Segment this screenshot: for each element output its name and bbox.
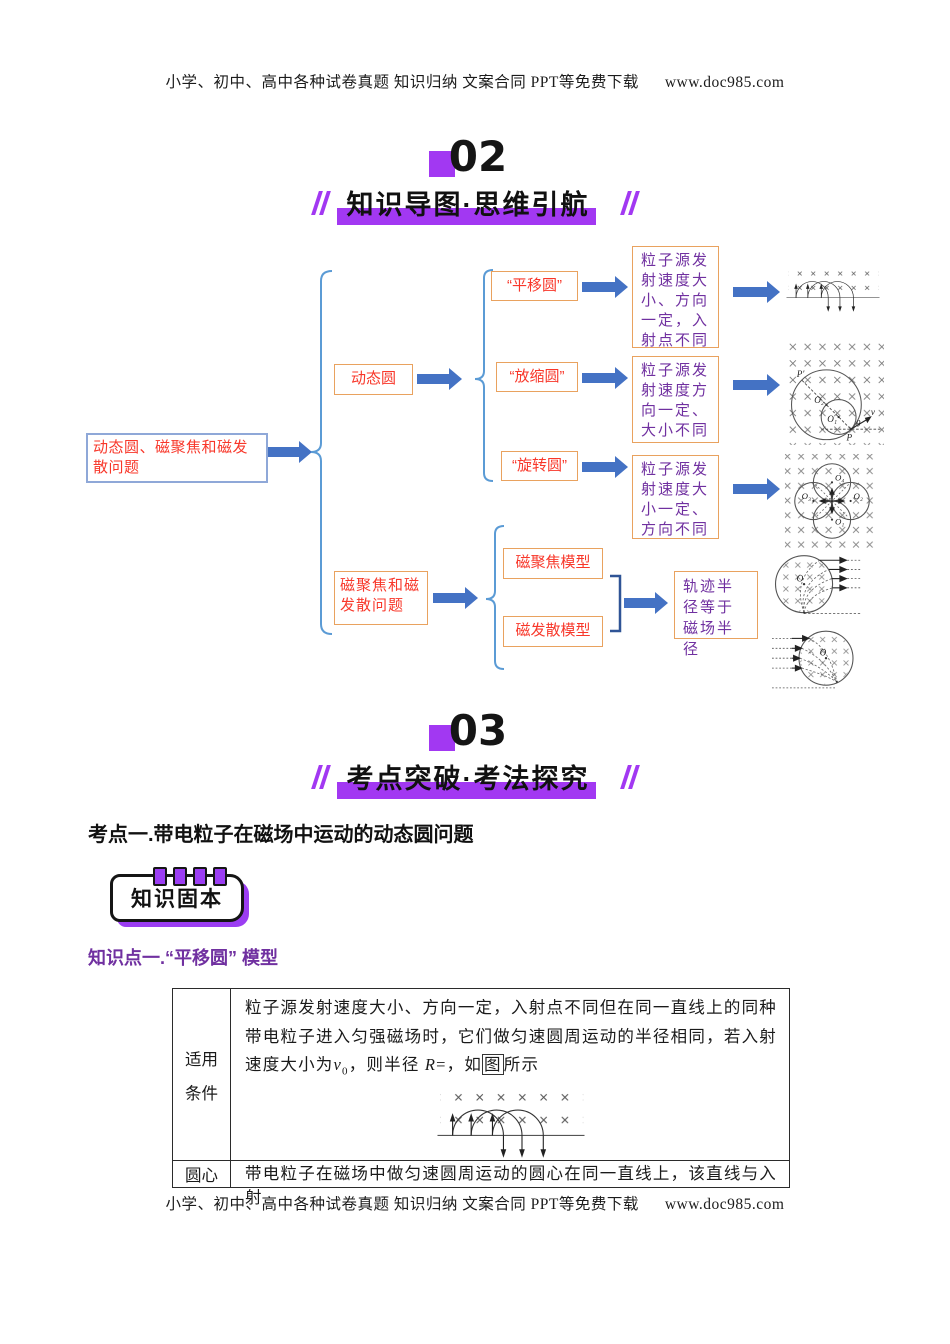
mindmap-desc-translate: 粒子源发射速度大小、方向一定，入射点不同 [632, 246, 719, 349]
knowledge-point-title: 知识点一.“平移圆” 模型 [88, 948, 279, 968]
mindmap-desc-rotate: 粒子源发射速度大小一定、方向不同 [632, 455, 719, 539]
section3-title: 考点突破·考法探究 [346, 764, 590, 794]
section3-banner: 考点突破·考法探究 [0, 757, 950, 799]
label-p-prime: P′ [796, 369, 806, 379]
badge-tab [173, 867, 187, 886]
purple-square-decoration [428, 725, 455, 751]
mindmap-branch-focus-diverge: 磁聚焦和磁发散问题 [334, 571, 428, 625]
exam-point-heading: 考点一.带电粒子在磁场中运动的动态圆问题 [88, 824, 474, 846]
knowledge-badge: 知识固本 [110, 867, 244, 922]
mindmap-root-box: 动态圆、磁聚焦和磁发散问题 [86, 433, 268, 483]
section2-title: 知识导图·思维引航 [346, 190, 590, 220]
footer-url: www.doc985.com [664, 1196, 785, 1213]
table-row: 适用 条件 粒子源发射速度大小、方向一定，入射点不同但在同一直线上的同种带电粒子… [173, 989, 789, 1160]
label-o1: O₁ [827, 414, 837, 424]
page-header: 小学、初中、高中各种试卷真题 知识归纳 文案合同 PPT等免费下载 www.doc… [0, 70, 950, 92]
section3-number: 03 [0, 710, 950, 752]
mindmap-branch-dynamic-circle: 动态圆 [334, 364, 413, 395]
section2-number: 02 [0, 136, 950, 178]
table-translation-circles-figure [437, 1091, 585, 1158]
footer-text: 小学、初中、高中各种试卷真题 知识归纳 文案合同 PPT等免费下载 [165, 1196, 639, 1213]
label-o: O [820, 648, 827, 658]
scaling-circles-figure: P′ O₂ O₁ θ v P [788, 342, 884, 445]
label-o3: O₃ [802, 491, 811, 501]
mindmap-sub-translate-circle: “平移圆” [491, 271, 578, 301]
square-bracket [610, 574, 622, 633]
double-slash-icon [310, 764, 323, 789]
translation-circles-figure [786, 270, 880, 312]
table-row: 圆心 带电粒子在磁场中做匀速圆周运动的圆心在同一直线上，该直线与入射 [173, 1160, 789, 1207]
label-v: v [871, 407, 876, 417]
label-o1: O₁ [835, 517, 844, 527]
label-o2: O₂ [814, 395, 824, 405]
mindmap-result-box: 轨迹半径等于磁场半径 [674, 571, 758, 658]
label-o2: O₂ [854, 491, 863, 501]
label-p: P [845, 433, 852, 443]
label-o4: O₄ [835, 472, 844, 482]
double-slash-icon [619, 764, 632, 789]
badge-tab [213, 867, 227, 886]
section2-banner: 知识导图·思维引航 [0, 183, 950, 225]
mindmap-sub-scale-circle: “放缩圆” [496, 362, 578, 392]
page-footer: 小学、初中、高中各种试卷真题 知识归纳 文案合同 PPT等免费下载 www.doc… [0, 1192, 950, 1214]
banner-band [336, 208, 596, 225]
row2-content-cell: 带电粒子在磁场中做匀速圆周运动的圆心在同一直线上，该直线与入射 [245, 1164, 777, 1207]
double-slash-icon [310, 190, 323, 215]
row2-label-cell: 圆心 [173, 1161, 231, 1187]
boxed-figure-char: 图 [482, 1054, 504, 1075]
badge-tab [193, 867, 207, 886]
rotating-circles-figure: O₄ O₃ O₂ O₁ [784, 453, 880, 549]
row1-label-cell: 适用 条件 [173, 989, 231, 1160]
label-theta: θ [856, 419, 861, 429]
badge-label: 知识固本 [131, 888, 223, 911]
magnetic-focus-figure: O [774, 555, 862, 615]
mindmap-model-diverge: 磁发散模型 [503, 616, 603, 647]
header-text: 小学、初中、高中各种试卷真题 知识归纳 文案合同 PPT等免费下载 [165, 74, 639, 91]
double-slash-icon [619, 190, 632, 215]
row1-content-cell: 粒子源发射速度大小、方向一定，入射点不同但在同一直线上的同种带电粒子进入匀强磁场… [231, 989, 789, 1160]
purple-square-decoration [428, 151, 455, 177]
badge-tab [153, 867, 167, 886]
magnetic-diverge-figure: O [772, 630, 854, 689]
banner-band [336, 782, 596, 799]
label-o: O [797, 573, 804, 583]
mindmap-sub-rotate-circle: “旋转圆” [501, 451, 578, 481]
mindmap-desc-scale: 粒子源发射速度方向一定、大小不同 [632, 356, 719, 443]
header-url: www.doc985.com [664, 74, 785, 91]
condition-table: 适用 条件 粒子源发射速度大小、方向一定，入射点不同但在同一直线上的同种带电粒子… [172, 988, 790, 1207]
mindmap-model-focus: 磁聚焦模型 [503, 548, 603, 579]
